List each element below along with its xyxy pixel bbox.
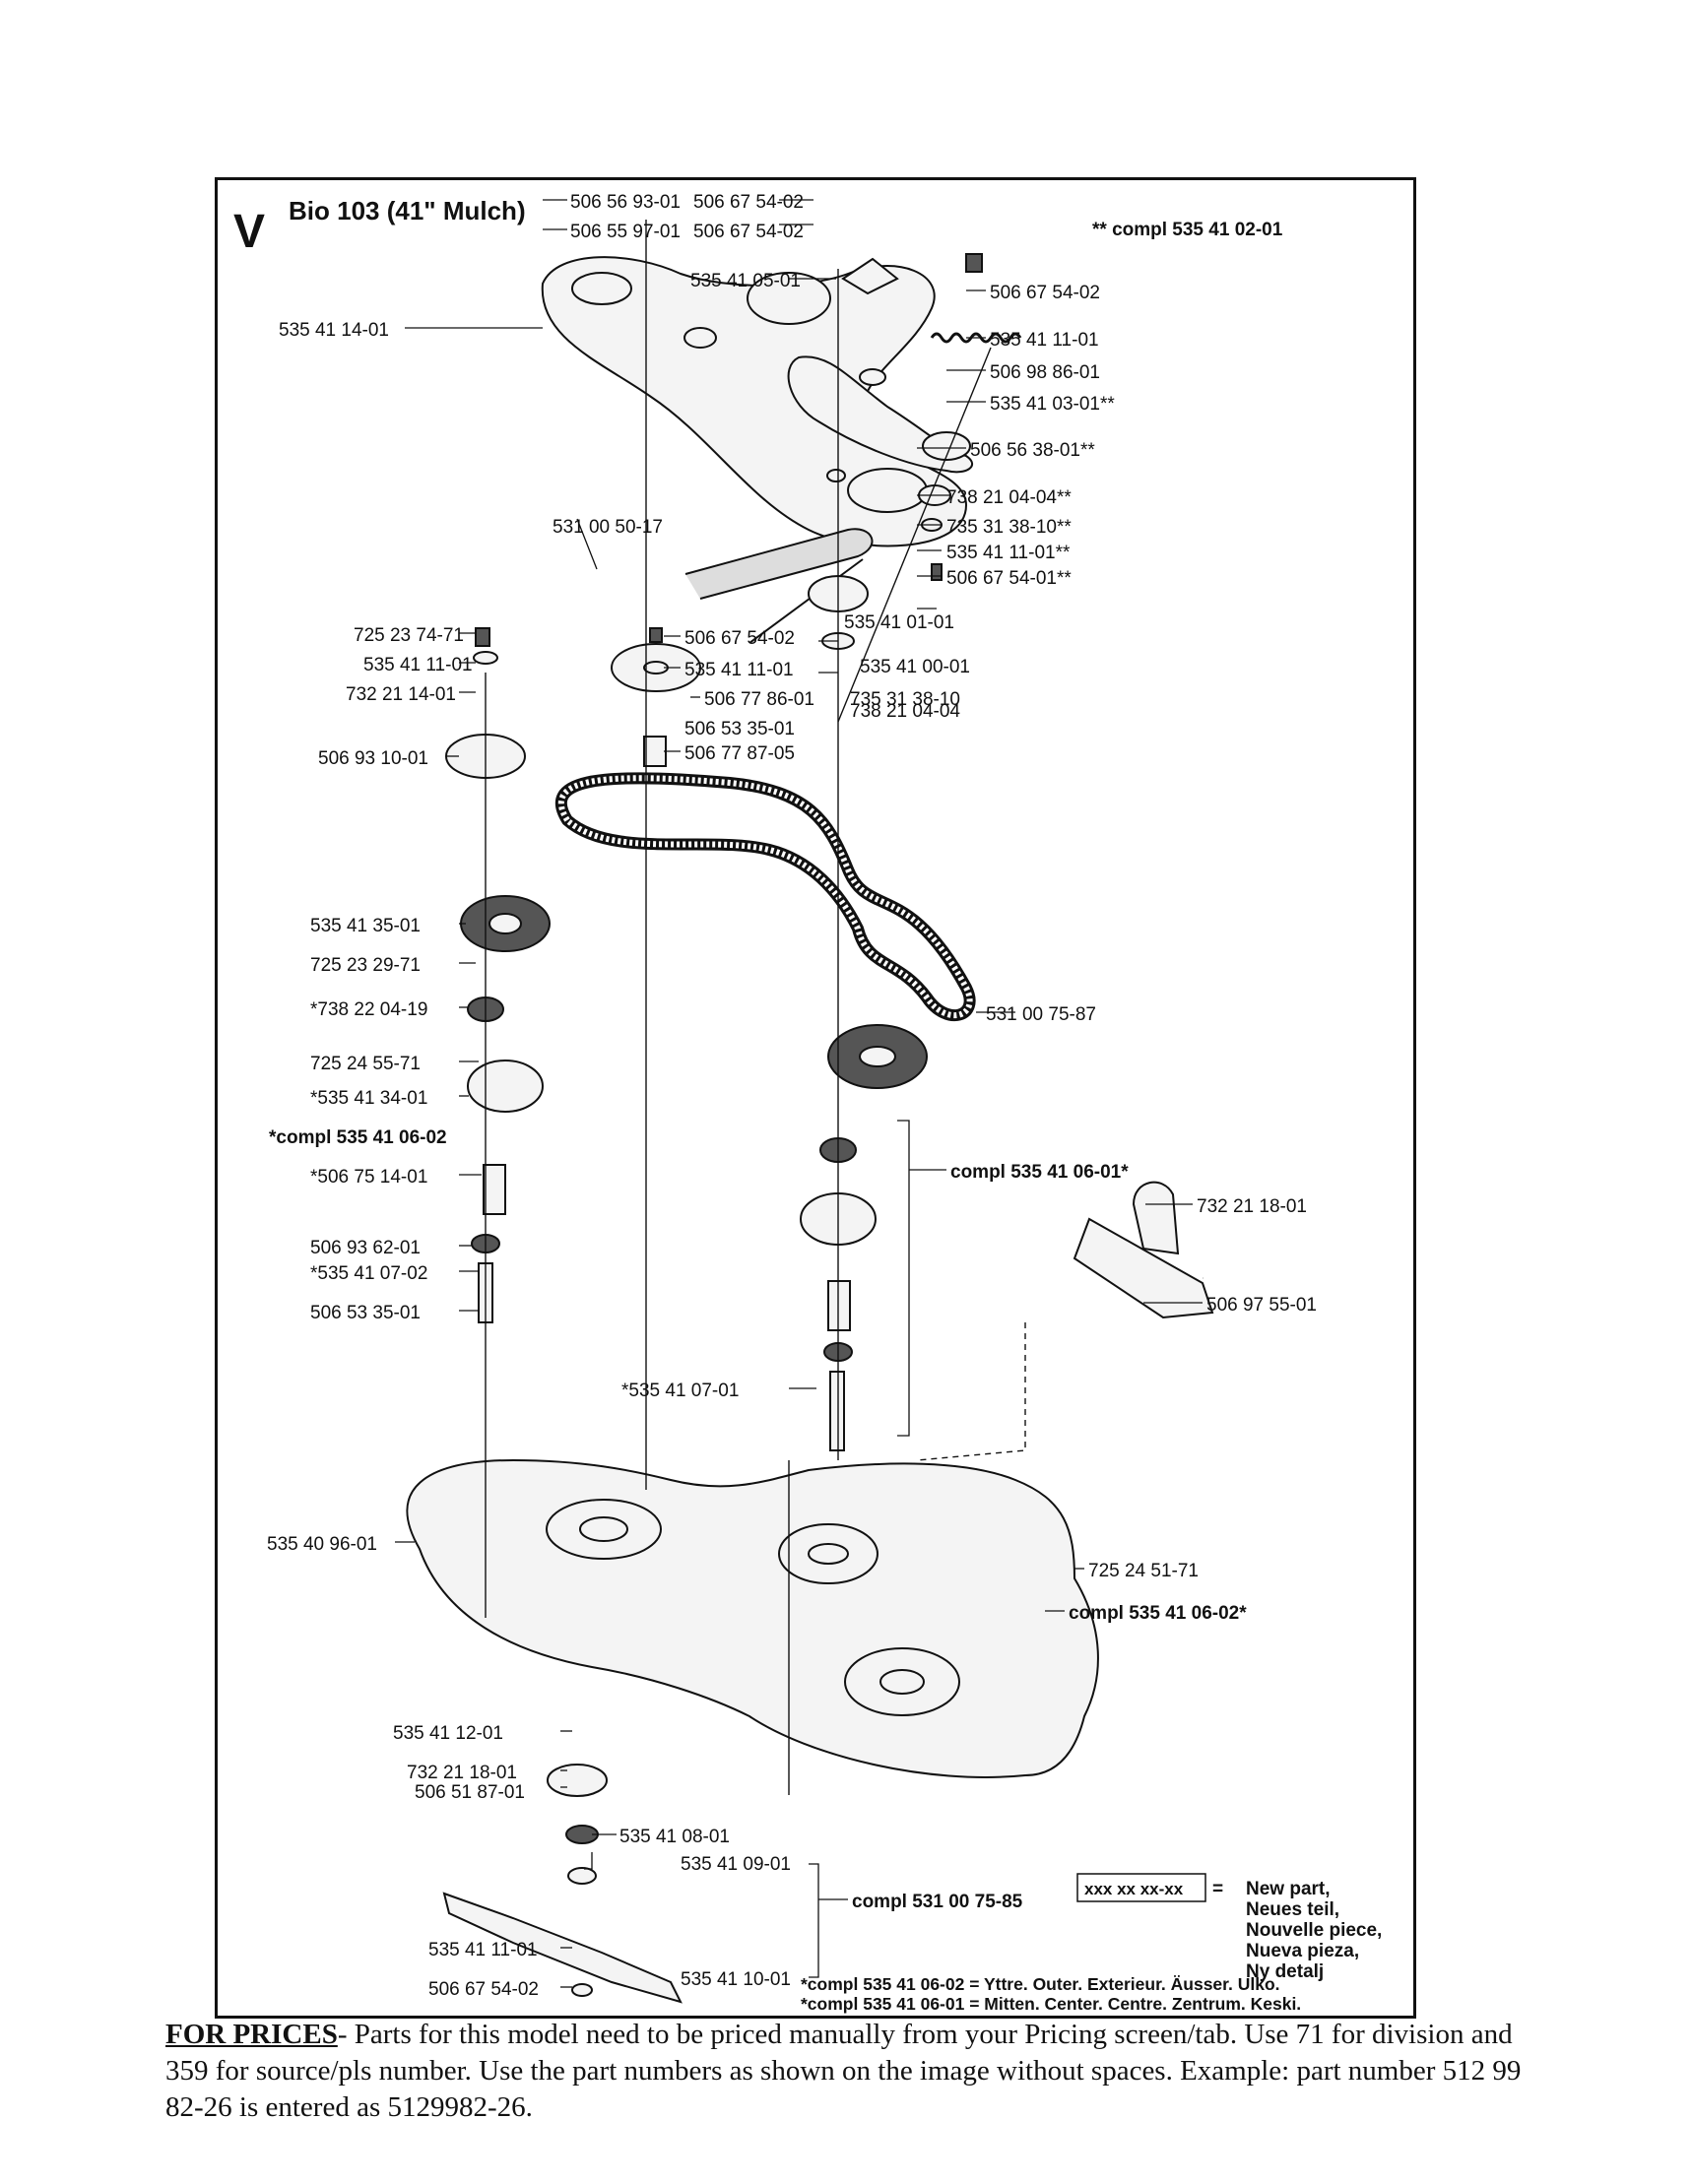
prices-heading: FOR PRICES	[165, 2019, 338, 2050]
diagram-frame: V Bio 103 (41" Mulch) ** compl 535 41 02…	[215, 177, 1416, 2019]
left-spindle-assembly-drawing	[445, 627, 551, 1323]
part-label: compl 535 41 06-01*	[950, 1162, 1129, 1183]
mower-deck-drawing	[406, 1458, 1099, 1778]
part-label: 535 40 96-01	[267, 1534, 377, 1555]
part-label: 738 21 04-04	[850, 701, 960, 722]
legend-line: Ny detalj	[1246, 1961, 1324, 1982]
upper-belt-cover-drawing	[541, 256, 968, 547]
part-label: 732 21 18-01	[1197, 1196, 1307, 1217]
legend-box-text: xxx xx xx-xx	[1084, 1880, 1184, 1898]
part-label: 506 77 87-05	[684, 743, 795, 764]
leader-lines	[395, 199, 1203, 1988]
new-part-legend: xxx xx xx-xx = New part, Neues teil, Nou…	[1076, 1873, 1382, 1982]
part-label: 506 67 54-02	[990, 283, 1100, 303]
part-label: 506 53 35-01	[684, 719, 795, 739]
part-label: *535 41 34-01	[310, 1088, 427, 1109]
part-label: 535 41 00-01	[860, 657, 970, 677]
part-label: 535 41 10-01	[681, 1969, 791, 1990]
drive-belt-short-drawing	[684, 528, 874, 644]
part-label: 506 98 86-01	[990, 362, 1100, 383]
part-label: 506 77 86-01	[704, 689, 814, 710]
footnotes: *compl 535 41 06-02 = Yttre. Outer. Exte…	[801, 1974, 1301, 2014]
part-label: *535 41 07-01	[621, 1381, 739, 1401]
part-label: 506 56 93-01	[570, 192, 681, 213]
part-label: 535 41 35-01	[310, 916, 421, 936]
part-label: 506 67 54-02	[428, 1979, 539, 2000]
part-label: *738 22 04-19	[310, 999, 427, 1020]
legend-line: Nueva pieza,	[1246, 1941, 1359, 1961]
compl-note: ** compl 535 41 02-01	[1092, 220, 1283, 240]
part-label: 535 41 11-01	[684, 660, 794, 680]
middle-spindle-assembly-drawing	[800, 1024, 928, 1451]
part-label: 725 24 51-71	[1088, 1561, 1199, 1581]
part-label: 535 41 11-01	[990, 330, 1099, 351]
bracket-drawing	[1073, 1181, 1214, 1319]
part-label: 535 41 14-01	[279, 320, 389, 341]
part-label: 732 21 14-01	[346, 684, 456, 705]
section-letter: V	[233, 206, 265, 258]
part-label: 506 97 55-01	[1206, 1295, 1317, 1316]
legend-line: Neues teil,	[1246, 1899, 1339, 1920]
part-label: 535 41 01-01	[844, 612, 954, 633]
part-label: 725 23 74-71	[354, 625, 464, 646]
part-label: 531 00 75-87	[986, 1004, 1096, 1025]
footnote: *compl 535 41 06-02 = Yttre. Outer. Exte…	[801, 1974, 1280, 1994]
part-label: *535 41 07-02	[310, 1263, 427, 1284]
part-label: 506 53 35-01	[310, 1303, 421, 1323]
part-label: 506 67 54-02	[693, 192, 804, 213]
legend-line: New part,	[1246, 1879, 1331, 1899]
part-label: 535 41 11-01**	[946, 543, 1071, 563]
part-label: 506 93 10-01	[318, 748, 428, 769]
part-label: compl 531 00 75-85	[852, 1892, 1023, 1912]
axis-lines	[485, 220, 1026, 1795]
part-label: 506 93 62-01	[310, 1238, 421, 1258]
part-label: 535 41 09-01	[681, 1854, 791, 1875]
diagram-title: Bio 103 (41" Mulch)	[289, 196, 526, 225]
pricing-instructions: FOR PRICES- Parts for this model need to…	[165, 2017, 1525, 2126]
part-label: 725 24 55-71	[310, 1054, 421, 1074]
part-label: 531 00 50-17	[553, 517, 663, 538]
part-label: *compl 535 41 06-02	[269, 1127, 447, 1148]
exploded-parts-diagram: V Bio 103 (41" Mulch) ** compl 535 41 02…	[233, 192, 1382, 2014]
part-label: *506 75 14-01	[310, 1167, 427, 1188]
part-label: 506 67 54-02	[693, 222, 804, 242]
drive-belt-drawing	[554, 772, 976, 1021]
part-label: 735 31 38-10**	[946, 517, 1072, 538]
part-label: 506 55 97-01	[570, 222, 681, 242]
footnote: *compl 535 41 06-01 = Mitten. Center. Ce…	[801, 1994, 1301, 2014]
legend-equals: =	[1212, 1879, 1223, 1899]
part-labels: 506 56 93-01 506 55 97-01 506 67 54-02 5…	[267, 192, 1317, 2000]
legend-line: Nouvelle piece,	[1246, 1920, 1382, 1941]
part-label: 506 51 87-01	[415, 1782, 525, 1803]
part-label: 732 21 18-01	[407, 1763, 517, 1783]
part-label: 535 41 05-01	[690, 271, 801, 291]
part-label: 506 67 54-02	[684, 628, 795, 649]
part-label: compl 535 41 06-02*	[1069, 1603, 1247, 1624]
part-label: 506 67 54-01**	[946, 568, 1072, 589]
part-label: 535 41 08-01	[619, 1827, 730, 1847]
part-label: 725 23 29-71	[310, 955, 421, 976]
part-label: 535 41 12-01	[393, 1723, 503, 1744]
part-label: 506 56 38-01**	[970, 440, 1095, 461]
part-label: 535 41 03-01**	[990, 394, 1115, 415]
part-label: 535 41 11-01	[363, 655, 473, 675]
part-label: 738 21 04-04**	[946, 487, 1072, 508]
tensioner-arm-drawing	[787, 253, 1022, 581]
part-label: 535 41 11-01	[428, 1940, 538, 1960]
prices-text: - Parts for this model need to be priced…	[165, 2019, 1522, 2123]
part-label: 735 31 38-10	[850, 689, 960, 710]
